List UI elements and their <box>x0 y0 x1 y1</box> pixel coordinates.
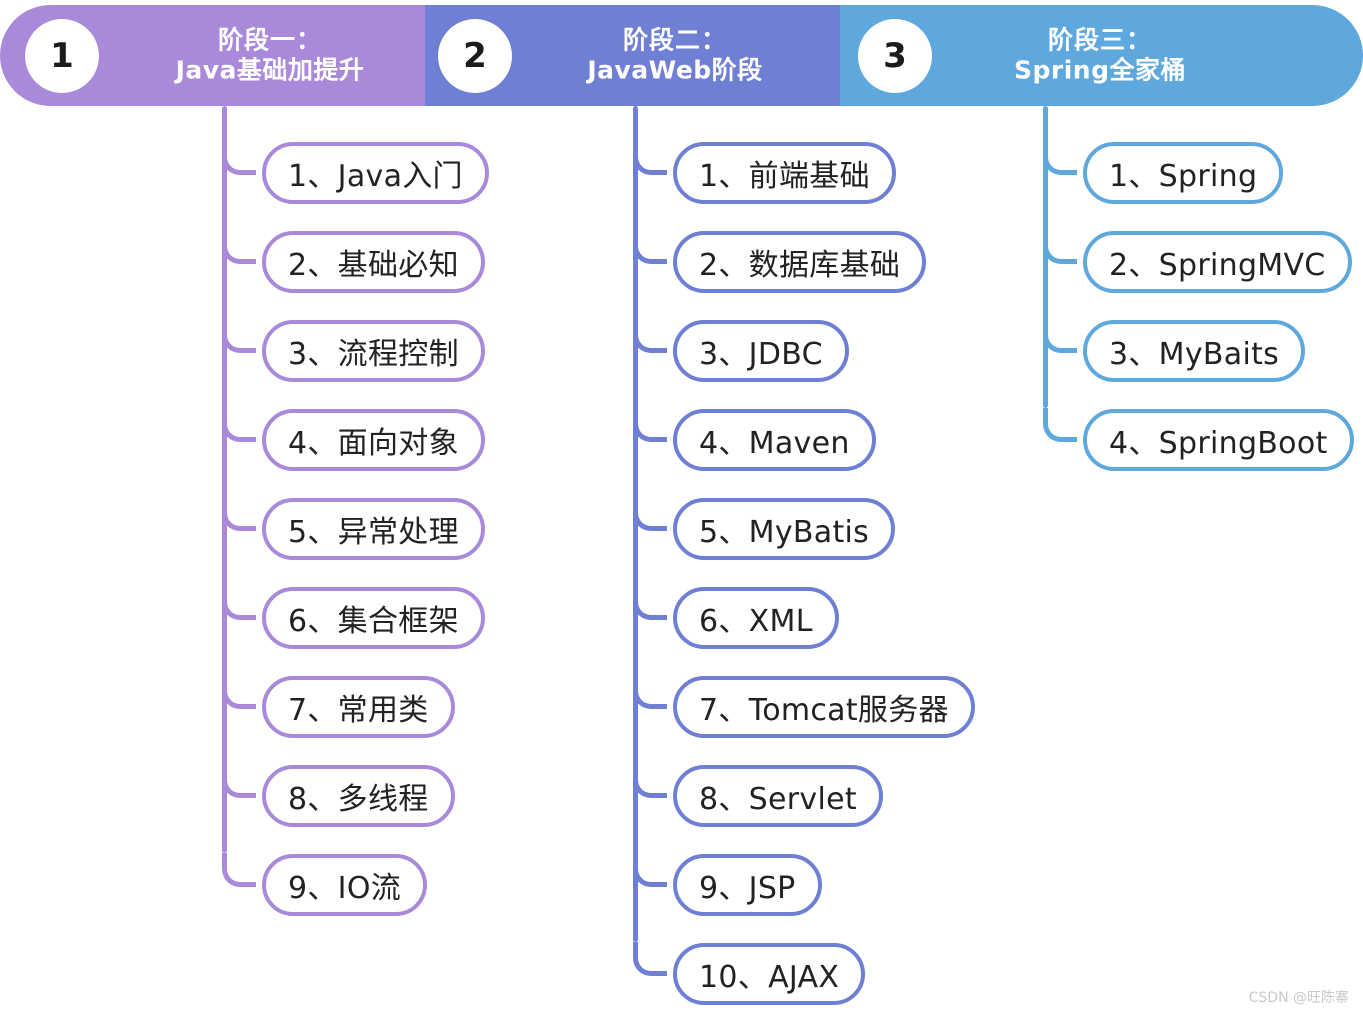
stage-title-3-line1: 阶段三： <box>1047 25 1152 54</box>
roadmap-node[interactable]: 5、MyBatis <box>673 498 896 560</box>
roadmap-node[interactable]: 6、XML <box>673 587 839 649</box>
connector-elbow <box>633 586 667 620</box>
stage-title-2: 阶段二： JavaWeb阶段 <box>530 25 820 86</box>
connector-elbow <box>222 408 256 442</box>
roadmap-node[interactable]: 3、MyBaits <box>1083 320 1306 382</box>
stage-header-bar: 1 阶段一： Java基础加提升 2 阶段二： JavaWeb阶段 3 阶段三：… <box>0 5 1363 106</box>
connector-elbow <box>1043 319 1077 353</box>
stage-title-3: 阶段三： Spring全家桶 <box>950 25 1250 86</box>
roadmap-node[interactable]: 9、IO流 <box>262 854 428 916</box>
stage-header-3: 3 阶段三： Spring全家桶 <box>840 5 1363 106</box>
connector-elbow <box>222 319 256 353</box>
connector-elbow <box>633 230 667 264</box>
roadmap-node[interactable]: 1、前端基础 <box>673 142 896 204</box>
stage-header-1: 1 阶段一： Java基础加提升 <box>0 5 425 106</box>
connector-elbow <box>1043 408 1077 442</box>
connector-elbow <box>222 586 256 620</box>
connector-elbow <box>633 853 667 887</box>
connector-elbow <box>633 675 667 709</box>
stage-title-3-line2: Spring全家桶 <box>1014 55 1186 85</box>
roadmap-node[interactable]: 1、Java入门 <box>262 142 489 204</box>
roadmap-node[interactable]: 4、面向对象 <box>262 409 485 471</box>
connector-elbow <box>1043 230 1077 264</box>
connector-elbow <box>222 497 256 531</box>
connector-elbow <box>222 764 256 798</box>
roadmap-node[interactable]: 5、异常处理 <box>262 498 485 560</box>
connector-elbow <box>222 141 256 175</box>
connector-elbow <box>633 497 667 531</box>
roadmap-node[interactable]: 2、基础必知 <box>262 231 485 293</box>
roadmap-node[interactable]: 9、JSP <box>673 854 822 916</box>
stage-title-1-line2: Java基础加提升 <box>175 55 365 85</box>
roadmap-node[interactable]: 2、SpringMVC <box>1083 231 1352 293</box>
connector-elbow <box>222 230 256 264</box>
stage-title-1-line1: 阶段一： <box>217 25 322 54</box>
stage-badge-2: 2 <box>438 18 512 93</box>
connector-elbow <box>633 141 667 175</box>
roadmap-node[interactable]: 10、AJAX <box>673 943 866 1005</box>
roadmap-node[interactable]: 4、SpringBoot <box>1083 409 1354 471</box>
connector-elbow <box>633 942 667 976</box>
connector-trunk <box>633 106 638 942</box>
roadmap-node[interactable]: 1、Spring <box>1083 142 1284 204</box>
stage-title-2-line1: 阶段二： <box>622 25 727 54</box>
connector-elbow <box>1043 141 1077 175</box>
roadmap-node[interactable]: 8、Servlet <box>673 765 883 827</box>
roadmap-node[interactable]: 7、常用类 <box>262 676 455 738</box>
connector-elbow <box>222 853 256 887</box>
watermark: CSDN @旺陈寨 <box>1248 990 1349 1006</box>
stage-badge-3: 3 <box>858 18 932 93</box>
stage-title-2-line2: JavaWeb阶段 <box>587 55 763 85</box>
connector-elbow <box>222 675 256 709</box>
roadmap-node[interactable]: 2、数据库基础 <box>673 231 927 293</box>
stage-badge-1: 1 <box>25 18 99 93</box>
roadmap-node[interactable]: 3、流程控制 <box>262 320 485 382</box>
connector-trunk <box>222 106 227 853</box>
connector-elbow <box>633 764 667 798</box>
stage-header-2: 2 阶段二： JavaWeb阶段 <box>425 5 840 106</box>
roadmap-node[interactable]: 6、集合框架 <box>262 587 485 649</box>
roadmap-node[interactable]: 3、JDBC <box>673 320 849 382</box>
roadmap-node[interactable]: 7、Tomcat服务器 <box>673 676 975 738</box>
roadmap-node[interactable]: 4、Maven <box>673 409 876 471</box>
connector-trunk <box>1043 106 1048 408</box>
roadmap-node[interactable]: 8、多线程 <box>262 765 455 827</box>
stage-title-1: 阶段一： Java基础加提升 <box>130 25 410 86</box>
connector-elbow <box>633 408 667 442</box>
connector-elbow <box>633 319 667 353</box>
